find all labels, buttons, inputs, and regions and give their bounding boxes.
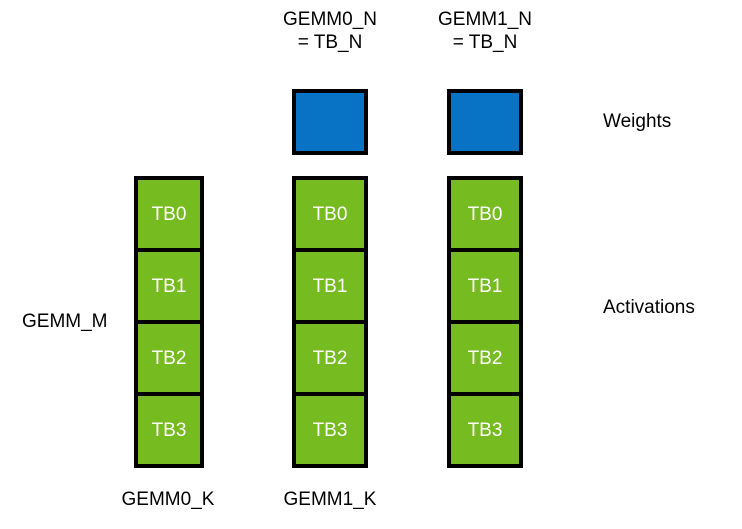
gemm1-weight-block[interactable] — [447, 89, 523, 155]
activation-tile-label: TB0 — [151, 203, 187, 225]
activation-tile-label: TB2 — [312, 347, 348, 369]
activation-tile[interactable]: TB3 — [292, 392, 368, 468]
activation-column-1: TB0 TB1 TB2 TB3 — [292, 176, 368, 468]
activation-tile[interactable]: TB0 — [447, 176, 523, 252]
gemm1-n-label: GEMM1_N = TB_N — [438, 9, 532, 53]
gemm-m-label: GEMM_M — [22, 311, 108, 332]
gemm0-weight-block[interactable] — [292, 89, 368, 155]
activation-tile[interactable]: TB1 — [134, 248, 204, 324]
activation-tile-label: TB1 — [151, 275, 187, 297]
activation-tile[interactable]: TB3 — [447, 392, 523, 468]
activation-tile-label: TB0 — [312, 203, 348, 225]
activation-tile-label: TB3 — [312, 419, 348, 441]
activation-tile-label: TB1 — [467, 275, 503, 297]
activation-tile-label: TB3 — [151, 419, 187, 441]
activation-tile[interactable]: TB0 — [292, 176, 368, 252]
activation-tile[interactable]: TB0 — [134, 176, 204, 252]
activation-tile[interactable]: TB2 — [447, 320, 523, 396]
activation-tile-label: TB0 — [467, 203, 503, 225]
gemm0-k-label: GEMM0_K — [121, 489, 215, 510]
weights-label: Weights — [603, 111, 672, 132]
activation-tile-label: TB3 — [467, 419, 503, 441]
gemm0-n-label: GEMM0_N = TB_N — [283, 9, 377, 53]
activation-tile-label: TB2 — [151, 347, 187, 369]
gemm1-k-label: GEMM1_K — [283, 489, 377, 510]
activation-tile[interactable]: TB3 — [134, 392, 204, 468]
activations-label: Activations — [603, 297, 695, 318]
activation-column-0: TB0 TB1 TB2 TB3 — [134, 176, 204, 468]
activation-tile-label: TB1 — [312, 275, 348, 297]
activation-tile[interactable]: TB1 — [447, 248, 523, 324]
activation-tile[interactable]: TB2 — [134, 320, 204, 396]
activation-tile[interactable]: TB2 — [292, 320, 368, 396]
activation-tile-label: TB2 — [467, 347, 503, 369]
activation-column-2: TB0 TB1 TB2 TB3 — [447, 176, 523, 468]
activation-tile[interactable]: TB1 — [292, 248, 368, 324]
